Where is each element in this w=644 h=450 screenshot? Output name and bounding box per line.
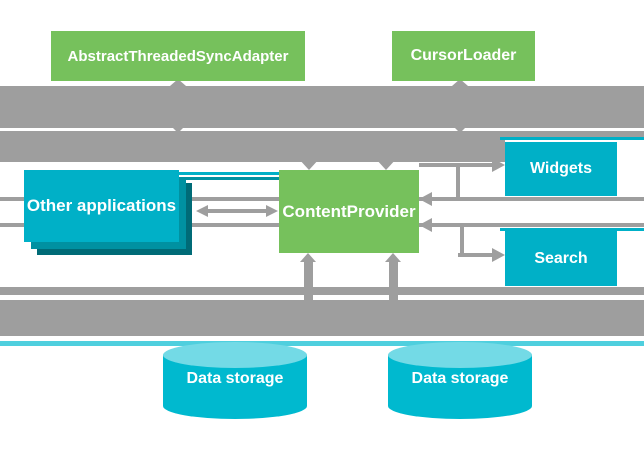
node-label: CursorLoader: [410, 47, 517, 64]
connector-widgets-vertical: [456, 165, 460, 199]
node-label: ContentProvider: [282, 201, 416, 221]
arrow-band-second: [0, 131, 644, 140]
node-data-storage-left: Data storage: [163, 342, 307, 419]
arrow-shaft-other-apps: [206, 209, 268, 213]
stack-stripe-dark: [186, 177, 279, 180]
widgets-top-stripe: [500, 137, 644, 140]
arrowhead-down-cursor-loader: [453, 126, 467, 133]
arrowhead-up-cursor-loader: [452, 79, 468, 86]
arrowhead-right-into-search: [492, 248, 505, 262]
arrowhead-down-sync-adapter: [171, 126, 185, 133]
cylinder-top: [163, 342, 307, 368]
node-other-applications: Other applications: [24, 170, 179, 242]
node-label: Other applications: [26, 196, 177, 215]
arrowhead-up-sync-adapter: [170, 79, 186, 86]
arrow-band-top: [0, 86, 644, 128]
node-content-provider: ContentProvider: [279, 170, 419, 253]
arrow-shaft-provider-to-search: [458, 253, 494, 257]
search-top-stripe: [500, 228, 644, 231]
node-label: Widgets: [529, 160, 593, 177]
node-label: AbstractThreadedSyncAdapter: [67, 47, 289, 65]
node-label: Data storage: [411, 370, 509, 387]
node-cursor-loader: CursorLoader: [392, 31, 535, 81]
arrowhead-up-from-storage-left: [300, 253, 316, 262]
node-label: Data storage: [186, 370, 284, 387]
storage-shaft-right: [389, 262, 398, 302]
cylinder-top: [388, 342, 532, 368]
cylinder-top-stripe: [0, 341, 644, 346]
arrowhead-left-search-row: [419, 218, 432, 232]
arrowhead-right-into-widgets: [492, 158, 505, 172]
arrow-band-bottom-thin: [0, 287, 644, 295]
arrowhead-left-into-other-apps: [196, 205, 208, 217]
node-data-storage-right: Data storage: [388, 342, 532, 419]
arrowhead-left-widgets-row: [419, 192, 432, 206]
arrowhead-up-from-storage-right: [385, 253, 401, 262]
connector-search-vertical: [460, 225, 464, 257]
arrowhead-down-into-provider-left: [298, 158, 320, 170]
node-label: Search: [534, 249, 588, 267]
node-search: Search: [505, 231, 617, 286]
arrowhead-right-into-provider: [266, 205, 278, 217]
arrow-band-second-extension: [0, 140, 505, 162]
node-widgets: Widgets: [505, 142, 617, 196]
node-abstract-threaded-sync-adapter: AbstractThreadedSyncAdapter: [51, 31, 305, 81]
storage-shaft-left: [304, 262, 313, 302]
arrow-band-bottom: [0, 300, 644, 336]
arrowhead-down-into-provider-right: [375, 158, 397, 170]
stack-stripe-light: [179, 172, 279, 175]
